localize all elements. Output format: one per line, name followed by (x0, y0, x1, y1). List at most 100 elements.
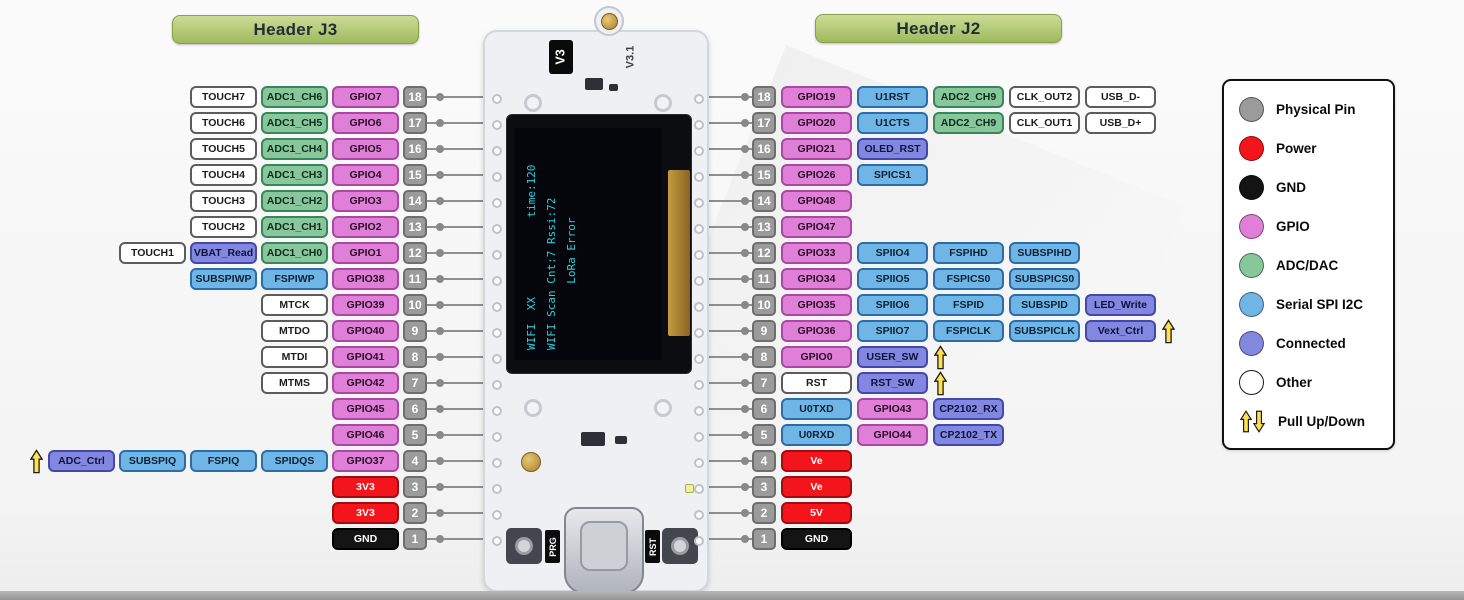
pin-label-oled_rst: OLED_RST (857, 138, 928, 160)
connector-line (705, 96, 752, 98)
through-hole (492, 510, 502, 520)
connector-dot (741, 483, 749, 491)
connector-dot (436, 457, 444, 465)
pin-label-rst: RST (781, 372, 852, 394)
legend-swatch-power (1239, 136, 1264, 161)
connector-dot (741, 171, 749, 179)
connector-line (705, 356, 752, 358)
through-hole (492, 432, 502, 442)
pin-label-gpio7: GPIO7 (332, 86, 399, 108)
pin-label-gnd: GND (781, 528, 852, 550)
pin-label-3v3: 3V3 (332, 502, 399, 524)
through-hole (492, 94, 502, 104)
physical-pin-j3-11: 11 (403, 268, 427, 290)
through-hole (492, 172, 502, 182)
connector-line (427, 96, 485, 98)
physical-pin-j3-2: 2 (403, 502, 427, 524)
connector-line (705, 200, 752, 202)
through-hole (694, 276, 704, 286)
connector-dot (436, 509, 444, 517)
pin-label-spiio7: SPIIO7 (857, 320, 928, 342)
through-hole (492, 276, 502, 286)
pin-label-u1cts: U1CTS (857, 112, 928, 134)
pin-label-gpio38: GPIO38 (332, 268, 399, 290)
physical-pin-j2-18: 18 (752, 86, 776, 108)
through-hole (694, 224, 704, 234)
usb-c-port (564, 507, 644, 594)
pin-label-fspiclk: FSPICLK (933, 320, 1004, 342)
physical-pin-j3-12: 12 (403, 242, 427, 264)
physical-pin-j2-4: 4 (752, 450, 776, 472)
header-j2-title: Header J2 (815, 14, 1062, 43)
pull-up-arrow-icon (934, 344, 947, 369)
physical-pin-j2-11: 11 (752, 268, 776, 290)
through-hole (492, 484, 502, 494)
pin-label-gpio33: GPIO33 (781, 242, 852, 264)
physical-pin-j3-1: 1 (403, 528, 427, 550)
legend-item-pin: Physical Pin (1239, 90, 1393, 129)
pin-label-gpio26: GPIO26 (781, 164, 852, 186)
physical-pin-j3-10: 10 (403, 294, 427, 316)
through-hole (694, 354, 704, 364)
legend-item-adc: ADC/DAC (1239, 246, 1393, 285)
connector-dot (436, 379, 444, 387)
version-silkscreen: V3.1 (621, 30, 639, 84)
connector-line (427, 382, 485, 384)
physical-pin-j3-5: 5 (403, 424, 427, 446)
pin-label-subspiwp: SUBSPIWP (190, 268, 257, 290)
pin-label-touch6: TOUCH6 (190, 112, 257, 134)
oled-line-4: LoRa Error (565, 217, 578, 350)
physical-pin-j3-8: 8 (403, 346, 427, 368)
usb-c-slot (580, 521, 628, 571)
pin-label-ve: Ve (781, 450, 852, 472)
pin-label-touch7: TOUCH7 (190, 86, 257, 108)
through-hole (492, 406, 502, 416)
pin-label-gpio20: GPIO20 (781, 112, 852, 134)
pin-label-fspiwp: FSPIWP (261, 268, 328, 290)
legend-item-gpio: GPIO (1239, 207, 1393, 246)
physical-pin-j2-16: 16 (752, 138, 776, 160)
connector-line (705, 486, 752, 488)
connector-line (705, 460, 752, 462)
connector-line (427, 356, 485, 358)
pin-label-subspiq: SUBSPIQ (119, 450, 186, 472)
pin-label-u0txd: U0TXD (781, 398, 852, 420)
legend-label: Pull Up/Down (1278, 414, 1365, 429)
pin-label-gpio48: GPIO48 (781, 190, 852, 212)
connector-dot (741, 223, 749, 231)
physical-pin-j2-9: 9 (752, 320, 776, 342)
connector-dot (741, 197, 749, 205)
pin-label-vext_ctrl: Vext_Ctrl (1085, 320, 1156, 342)
legend-swatch-conn (1239, 331, 1264, 356)
legend-item-power: Power (1239, 129, 1393, 168)
through-hole (694, 536, 704, 546)
pin-label-u1rst: U1RST (857, 86, 928, 108)
pin-label-gpio34: GPIO34 (781, 268, 852, 290)
prg-button-cap (515, 537, 533, 555)
pin-label-gpio5: GPIO5 (332, 138, 399, 160)
pin-label-mtck: MTCK (261, 294, 328, 316)
connector-line (427, 512, 485, 514)
connector-dot (436, 483, 444, 491)
pin-label-adc_ctrl: ADC_Ctrl (48, 450, 115, 472)
oled-text: WIFI XX time:120 WIFI Scan Cnt:7 Rssi:72… (514, 128, 662, 360)
board: V3 V3.1 WIFI XX time:120 WIFI Scan Cnt:7… (483, 6, 709, 594)
through-hole (694, 172, 704, 182)
version-silkscreen-label: V3.1 (624, 45, 637, 69)
pin-label-gpio39: GPIO39 (332, 294, 399, 316)
pin-label-fspics0: FSPICS0 (933, 268, 1004, 290)
